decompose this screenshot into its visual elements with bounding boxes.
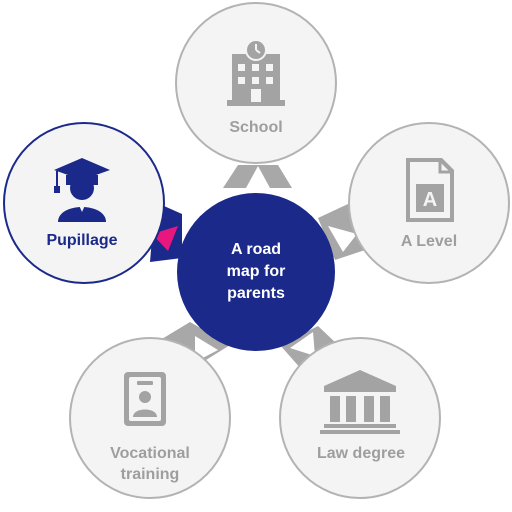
center-title-line-3: parents [227,285,285,302]
node-label-pupillage: Pupillage [46,232,118,249]
roadmap-center[interactable] [177,193,335,351]
connector-law-degree [280,326,338,370]
center-title-line-1: A road [230,241,282,258]
node-label-school: School [229,119,283,136]
center-circle [177,193,335,351]
node-label-vocational-line-1: Vocational [110,445,190,462]
roadmap-node-vocational[interactable] [70,338,230,498]
id-badge-icon [124,372,166,426]
center-title-line-2: map for [226,263,286,280]
graduate-icon [54,158,110,222]
node-label-a-level: A Level [400,233,458,250]
roadmap-node-pupillage[interactable] [4,123,164,283]
roadmap-node-a-level[interactable] [349,123,509,283]
roadmap-node-law-degree[interactable] [280,338,440,498]
node-label-law-degree: Law degree [316,445,406,462]
document-a-icon: A [406,158,454,222]
node-circle-law-degree [279,337,441,499]
school-building-icon [227,39,285,106]
roadmap-node-school[interactable] [176,3,336,163]
connector-school [223,165,292,188]
node-label-vocational-line-2: training [120,466,180,483]
courthouse-icon [320,370,400,434]
svg-text:A: A [423,189,437,211]
